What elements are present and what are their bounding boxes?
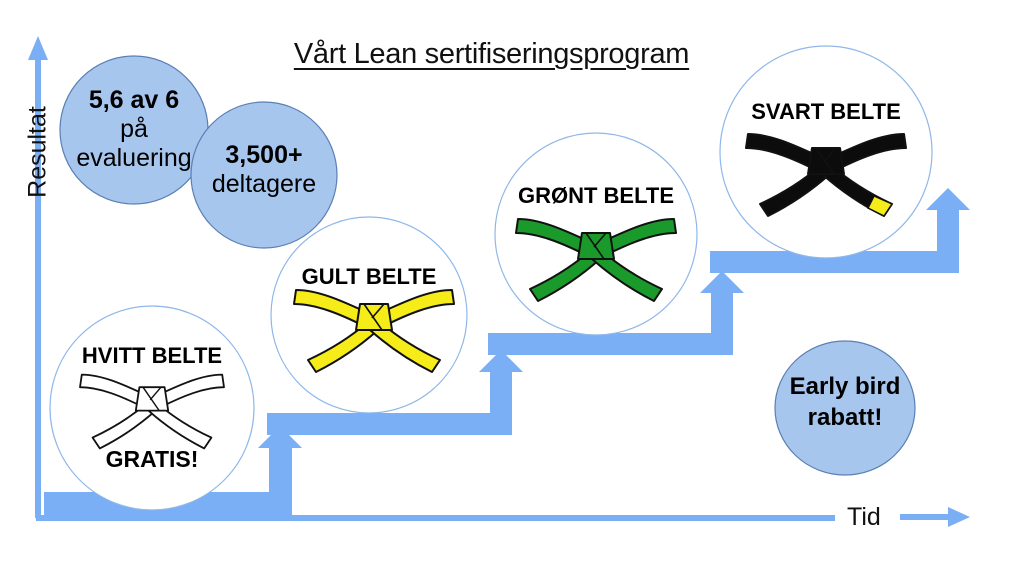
rating-line-3: evaluering: [76, 144, 192, 172]
yellow-belt-label: GULT BELTE: [301, 264, 437, 289]
belt-segment: [147, 402, 213, 450]
belt-segment: [369, 321, 441, 373]
green-belt-label: GRØNT BELTE: [517, 183, 675, 208]
belt-segment: [745, 133, 819, 171]
step-1-riser: [269, 446, 292, 516]
participants-bubble: [190, 101, 338, 249]
belt-segment: [91, 402, 157, 450]
belt-knot-line: [815, 147, 837, 175]
y-axis-arrow-icon: [28, 36, 48, 60]
y-axis-label: Resultat: [23, 106, 52, 198]
belt-segment: [759, 165, 831, 217]
early-bird-bubble: [774, 340, 916, 476]
belt-segment: [381, 289, 455, 327]
white-belt-label: HVITT BELTE: [81, 343, 223, 368]
belt-segment: [134, 386, 170, 412]
page-title: Vårt Lean sertifiseringsprogram: [293, 38, 690, 70]
axes: [28, 36, 970, 527]
step-4: [710, 251, 950, 273]
belt-knot-line: [363, 303, 385, 331]
step-2-riser: [490, 370, 512, 435]
x-axis-label: Tid: [847, 503, 881, 531]
belt-segment: [591, 250, 663, 302]
belt-segment: [603, 218, 677, 256]
step-4-riser: [937, 208, 959, 273]
participants-value: 3,500+: [225, 141, 303, 169]
belt-segment: [307, 321, 379, 373]
belt-segment: [833, 133, 907, 171]
white-belt-icon: [79, 373, 225, 450]
step-2: [267, 413, 500, 435]
step-4-arrow-icon: [926, 188, 970, 210]
black-belt-icon: [745, 133, 907, 217]
step-2-arrow-icon: [479, 350, 523, 372]
rating-line-2: på: [120, 115, 148, 143]
belt-segment: [515, 218, 589, 256]
early-bird-line-2: rabatt!: [807, 404, 883, 431]
x-axis-arrow-icon: [948, 507, 970, 527]
belt-knot-line: [585, 232, 607, 260]
belt-knot-line: [142, 386, 162, 412]
early-bird-line-1: Early bird: [789, 373, 901, 400]
belt-segment: [293, 289, 367, 327]
belt-tip: [866, 195, 894, 217]
rating-text: 5,6 av 6 på evaluering: [64, 86, 204, 173]
step-3-riser: [711, 291, 733, 355]
early-bird-text: Early bird rabatt!: [775, 371, 915, 433]
green-belt-icon: [515, 218, 677, 302]
belt-segment: [158, 373, 225, 408]
yellow-belt-icon: [293, 289, 455, 373]
step-1-arrow-icon: [258, 426, 302, 448]
step-3: [488, 333, 723, 355]
belt-segment: [577, 232, 615, 260]
belt-segment: [79, 373, 146, 408]
free-label: GRATIS!: [105, 446, 199, 472]
belt-segment: [529, 250, 601, 302]
belt-segment: [807, 147, 845, 175]
participants-line-2: deltagere: [211, 170, 317, 198]
rating-value: 5,6 av 6: [88, 86, 180, 114]
belt-segment: [355, 303, 393, 331]
black-belt-label: SVART BELTE: [751, 99, 901, 124]
participants-text: 3,500+ deltagere: [194, 141, 334, 199]
step-3-arrow-icon: [700, 271, 744, 293]
